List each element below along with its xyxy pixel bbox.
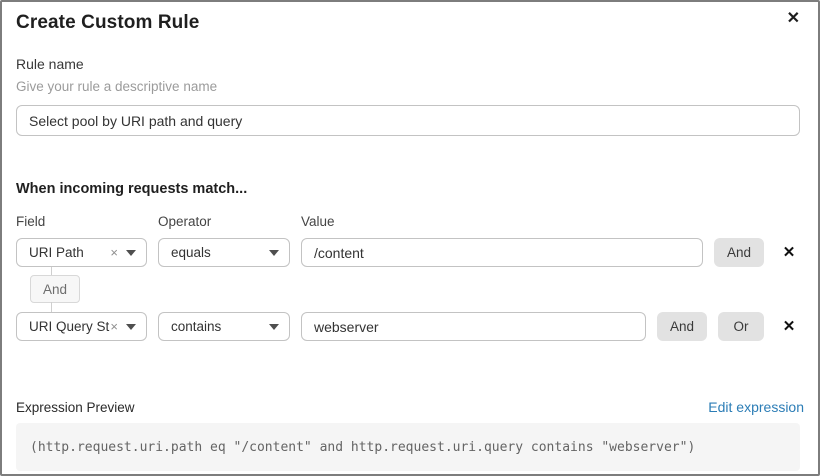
expression-header: Expression Preview Edit expression: [16, 399, 804, 415]
edit-expression-link[interactable]: Edit expression: [708, 399, 804, 415]
or-button-row-2[interactable]: Or: [718, 312, 764, 341]
field-select-1-value: URI Path: [29, 245, 84, 260]
condition-column-labels: Field Operator Value: [16, 214, 804, 229]
connector-line-top: [51, 267, 52, 276]
rule-name-input[interactable]: [16, 105, 800, 136]
field-select-2[interactable]: URI Query St... ×: [16, 312, 147, 341]
clear-icon[interactable]: ×: [110, 245, 118, 260]
chevron-down-icon: [126, 323, 136, 330]
operator-select-1-value: equals: [171, 245, 211, 260]
chevron-down-icon: [269, 323, 279, 330]
field-select-2-value: URI Query St...: [29, 319, 110, 334]
and-connector-chip: And: [30, 275, 81, 303]
delete-row-icon[interactable]: ✕: [774, 238, 804, 267]
page-title: Create Custom Rule: [16, 12, 200, 33]
condition-row-2: URI Query St... × contains And Or ✕: [16, 312, 804, 341]
operator-column-label: Operator: [158, 214, 212, 229]
field-select-1[interactable]: URI Path ×: [16, 238, 147, 267]
and-button-row-2[interactable]: And: [656, 312, 707, 341]
delete-row-icon[interactable]: ✕: [774, 312, 804, 341]
operator-select-1[interactable]: equals: [158, 238, 290, 267]
value-input-2[interactable]: [301, 312, 646, 341]
and-button-row-1[interactable]: And: [713, 238, 764, 267]
clear-icon[interactable]: ×: [110, 319, 118, 334]
chevron-down-icon: [269, 249, 279, 256]
chevron-down-icon: [126, 249, 136, 256]
rule-name-label: Rule name: [16, 56, 84, 72]
match-heading: When incoming requests match...: [16, 181, 248, 197]
field-column-label: Field: [16, 214, 46, 229]
close-icon[interactable]: ✕: [786, 10, 800, 27]
operator-select-2-value: contains: [171, 319, 222, 334]
connector-line-bottom: [51, 302, 52, 312]
expression-preview-label: Expression Preview: [16, 400, 135, 415]
expression-code-block: (http.request.uri.path eq "/content" and…: [16, 423, 800, 471]
value-input-1[interactable]: [301, 238, 703, 267]
value-column-label: Value: [301, 214, 335, 229]
operator-select-2[interactable]: contains: [158, 312, 290, 341]
rule-name-helper: Give your rule a descriptive name: [16, 79, 218, 94]
condition-row-1: URI Path × equals And ✕: [16, 238, 804, 267]
connector-section: And: [16, 267, 804, 312]
